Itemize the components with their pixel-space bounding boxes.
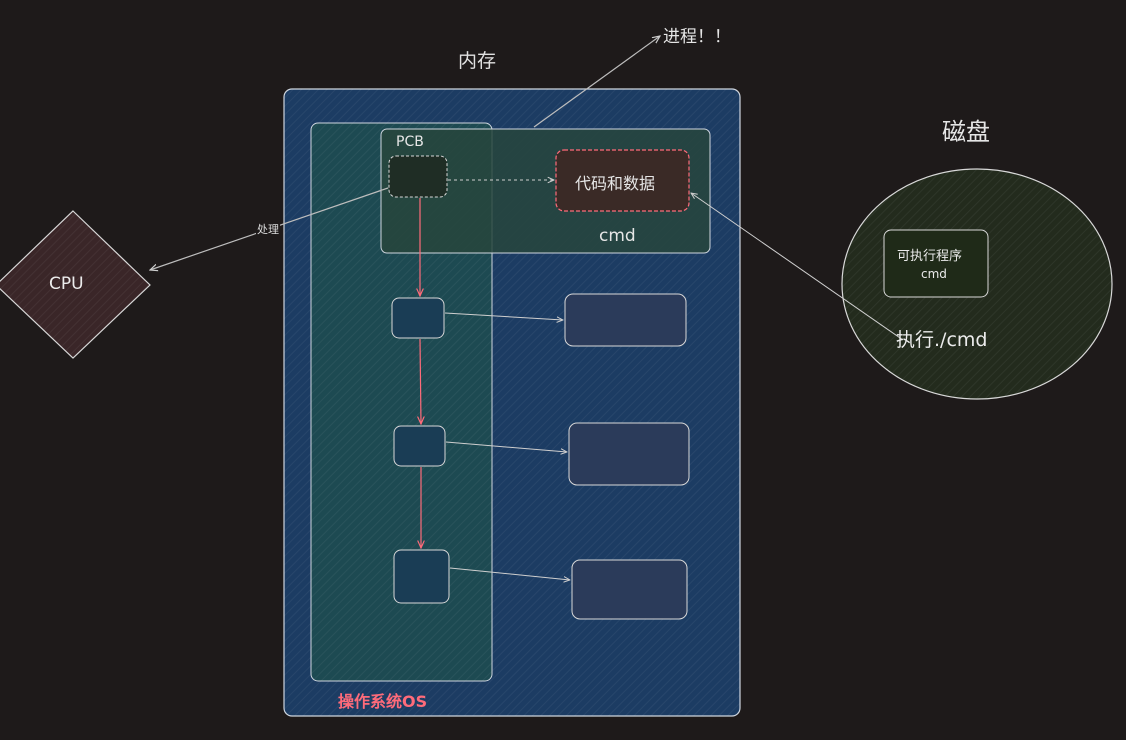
data-block-1	[564, 293, 687, 347]
process-label-arrow	[533, 36, 660, 128]
data-block-3	[571, 559, 688, 620]
pcb-node-4	[393, 549, 450, 604]
node-block-arrow-1	[444, 312, 563, 320]
pcb-node-3	[393, 425, 446, 467]
executable-box	[883, 229, 989, 298]
cpu-label: CPU	[49, 274, 84, 294]
data-block-2	[568, 422, 690, 486]
code-data-box	[555, 149, 690, 212]
cmd-label: cmd	[599, 226, 636, 246]
process-label: 进程！！	[663, 27, 731, 47]
chain-arrow-2	[420, 338, 421, 424]
node-block-arrow-3	[449, 567, 570, 580]
executable-cmd-label: cmd	[921, 267, 947, 281]
executable-label: 可执行程序	[897, 249, 963, 264]
node-block-arrow-2	[445, 441, 567, 452]
pcb-box	[388, 155, 448, 198]
handle-label: 处理	[256, 221, 280, 237]
pcb-label: PCB	[396, 134, 424, 150]
disk-label: 磁盘	[942, 118, 990, 146]
os-label: 操作系统OS	[338, 692, 428, 711]
memory-label: 内存	[458, 50, 497, 72]
pcb-node-2	[391, 297, 445, 339]
code-data-label: 代码和数据	[575, 174, 656, 193]
execute-label: 执行./cmd	[896, 329, 988, 351]
disk-to-code-arrow	[691, 193, 904, 341]
